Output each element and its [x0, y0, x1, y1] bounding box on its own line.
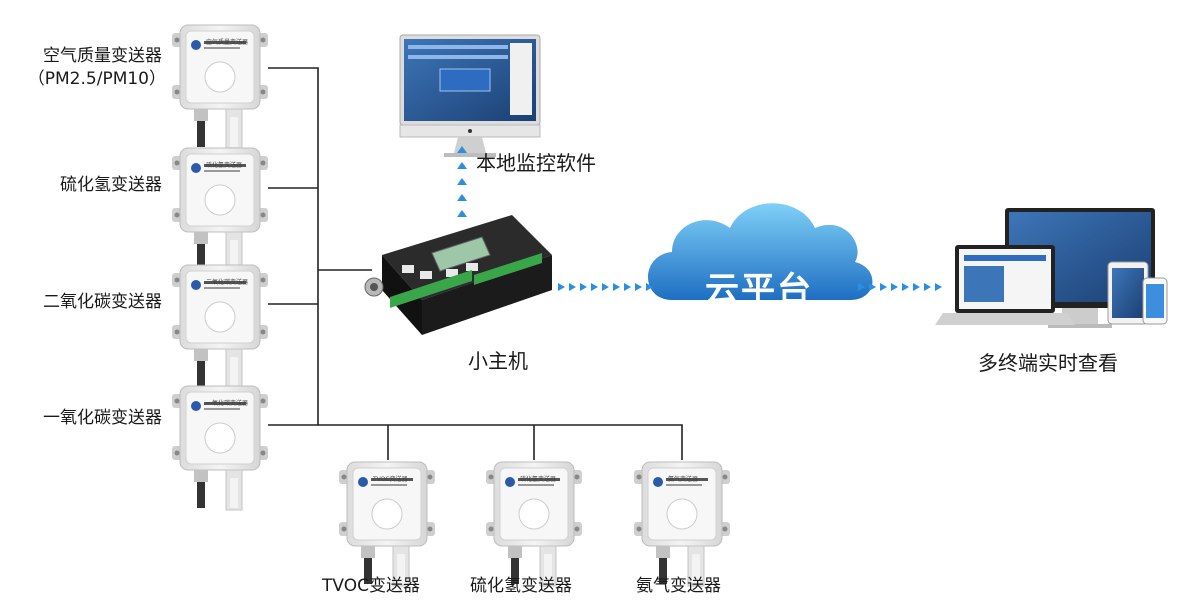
sensor-label-tvoc: TVOC变送器 [322, 576, 420, 596]
wiring-lines [268, 67, 683, 460]
device-text-air-quality: 空气质量变送器 [206, 39, 249, 46]
device-text-co: 一氧化碳变送器 [206, 400, 249, 407]
sensor-sublabel-air-quality: （PM2.5/PM10） [27, 69, 166, 89]
monitor-device [399, 34, 541, 157]
sensor-label-air-quality: 空气质量变送器 [43, 46, 162, 66]
device-text-co2: 二氧化碳变送器 [206, 279, 249, 286]
arrow-host-to-cloud [558, 283, 653, 291]
arrow-cloud-to-terminals [858, 283, 942, 291]
cloud-label: 云平台 [705, 270, 813, 310]
device-text-nh3: 氨气变送器 [668, 476, 699, 483]
sensor-label-nh3: 氨气变送器 [636, 576, 721, 596]
host-device [364, 215, 552, 335]
sensor-label-h2s-left: 硫化氢变送器 [60, 175, 162, 195]
sensor-label-co2: 二氧化碳变送器 [43, 292, 162, 312]
device-text-tvoc: TVOC变送器 [373, 476, 408, 483]
terminals-devices [935, 208, 1168, 328]
device-text-h2s-bottom: 硫化氢变送器 [520, 476, 557, 483]
sensor-label-co: 一氧化碳变送器 [43, 408, 162, 428]
cloud-shape [648, 203, 873, 300]
device-text-h2s-left: 硫化氢变送器 [206, 162, 243, 169]
host-label: 小主机 [468, 349, 528, 373]
local-software-label: 本地监控软件 [476, 151, 596, 175]
arrow-to-monitor [457, 146, 467, 217]
terminals-label: 多终端实时查看 [978, 351, 1118, 375]
sensor-label-h2s-bottom: 硫化氢变送器 [470, 576, 572, 596]
